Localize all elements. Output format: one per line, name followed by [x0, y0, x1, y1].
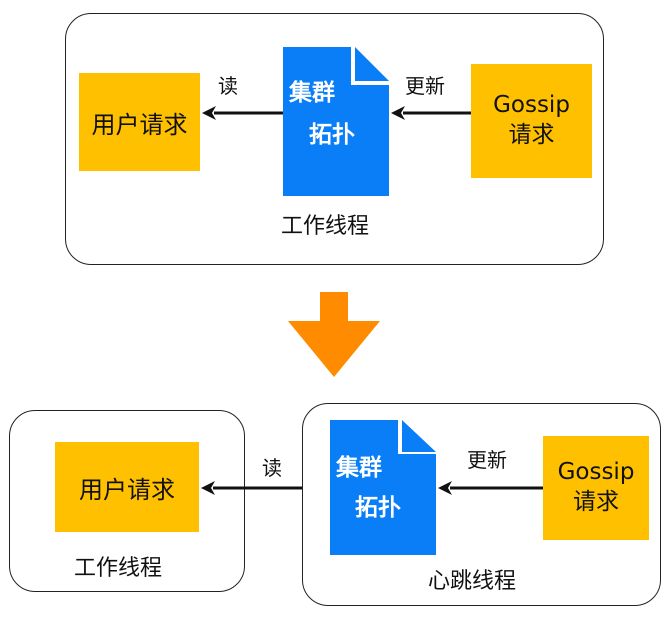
down-arrow-icon [288, 292, 380, 377]
topology-line1: 集群 [289, 80, 335, 106]
worker-thread-title-before: 工作线程 [281, 214, 370, 239]
topology-line2: 拓扑 [355, 495, 401, 521]
user-request-label: 用户请求 [79, 475, 175, 504]
gossip-request-box-before: Gossip 请求 [471, 64, 592, 178]
user-request-label: 用户请求 [91, 110, 188, 139]
document-icon [330, 420, 436, 555]
read-label-before: 读 [218, 74, 238, 98]
gossip-request-box-after: Gossip 请求 [543, 436, 649, 540]
topology-line2: 拓扑 [309, 122, 355, 148]
read-label-after: 读 [262, 456, 282, 480]
user-request-box-after: 用户请求 [55, 442, 199, 532]
document-icon [283, 47, 389, 196]
update-label-after: 更新 [467, 448, 507, 472]
topology-line1: 集群 [336, 455, 382, 481]
update-arrow-before [391, 106, 472, 120]
gossip-line1: Gossip [557, 459, 635, 486]
cluster-topology-doc-after: 集群 拓扑 [330, 420, 436, 555]
heartbeat-thread-title: 心跳线程 [428, 569, 517, 594]
cluster-topology-doc-before: 集群 拓扑 [283, 47, 389, 196]
gossip-line2: 请求 [508, 122, 555, 148]
worker-thread-title-after: 工作线程 [74, 556, 163, 581]
update-arrow-after [438, 481, 544, 495]
update-label-before: 更新 [405, 74, 445, 98]
gossip-line2: 请求 [573, 489, 619, 515]
read-arrow-before [202, 106, 284, 120]
user-request-box-before: 用户请求 [79, 73, 200, 171]
gossip-line1: Gossip [493, 92, 570, 119]
